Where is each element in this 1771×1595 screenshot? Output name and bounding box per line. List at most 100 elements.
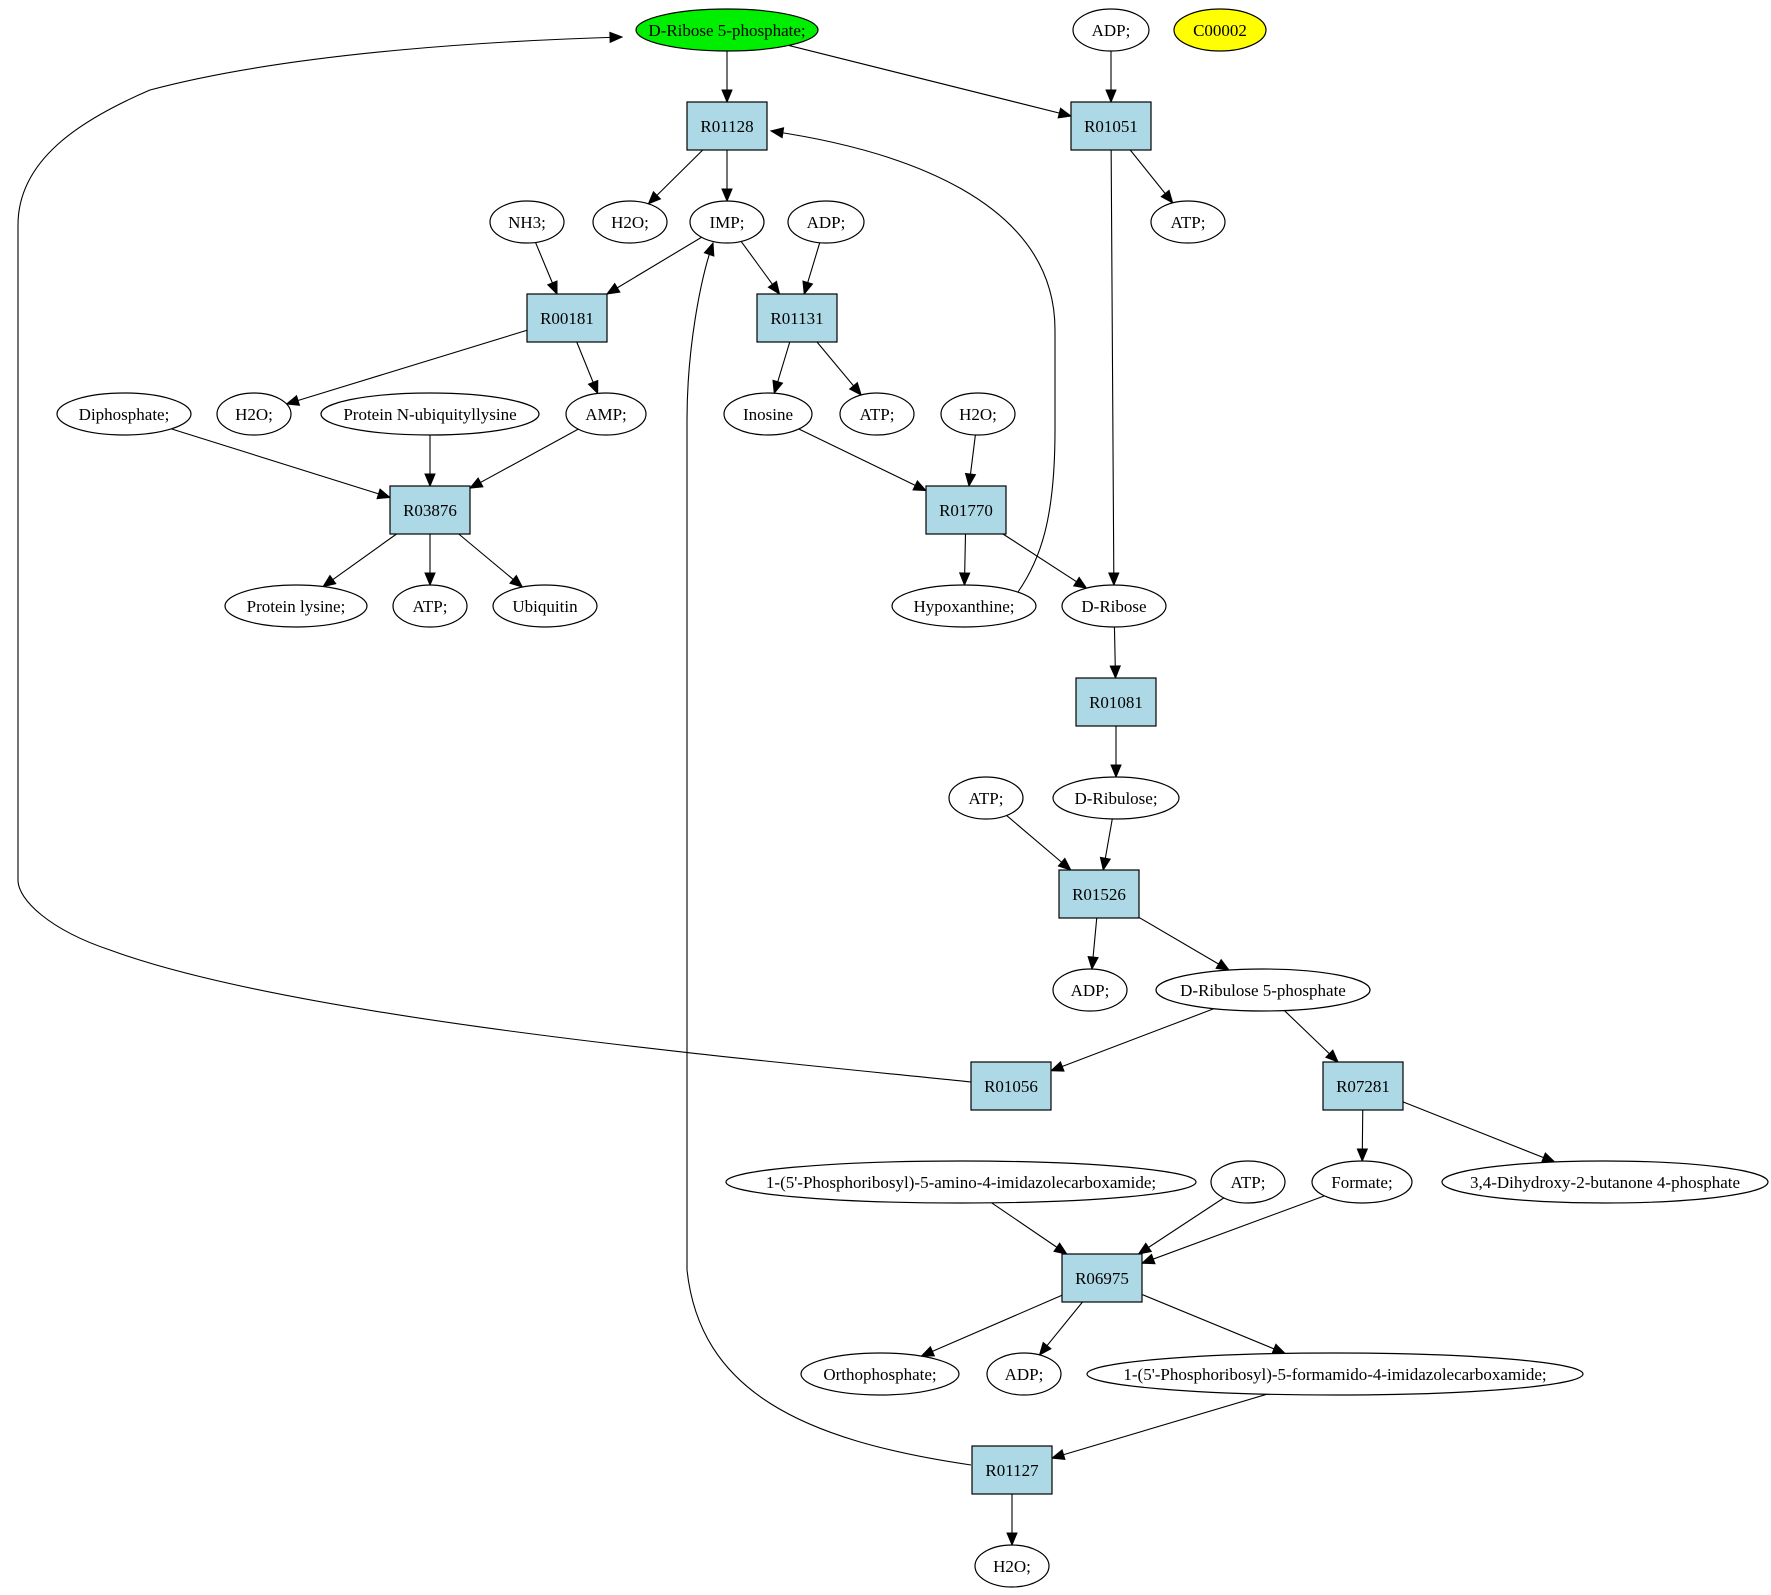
compound-node-h2o-d[interactable]: H2O; — [974, 1544, 1050, 1588]
compound-node-diphosphate[interactable]: Diphosphate; — [56, 392, 192, 436]
reaction-node-r07281-shape — [1322, 1061, 1404, 1111]
edge-c-adp-top-to-r-R01051 — [1105, 51, 1117, 104]
compound-node-dribulose-shape — [1052, 776, 1180, 820]
edge-c-rib5p-to-r-R01051 — [788, 44, 1073, 119]
edge-r-R01127-to-c-imp-line — [686, 242, 972, 1466]
edge-r-R07281-to-c-dhbp-line — [1402, 1101, 1555, 1163]
compound-node-aicar[interactable]: 1-(5'-Phosphoribosyl)-5-amino-4-imidazol… — [725, 1160, 1197, 1204]
edge-c-diphosphate-to-r-R03876-line — [171, 428, 391, 498]
reaction-node-r01127[interactable]: R01127 — [971, 1445, 1053, 1495]
edge-r-R01128-to-c-h2o-a — [647, 149, 704, 205]
edge-c-atp-d-to-r-R01526 — [1006, 815, 1072, 871]
reaction-node-r01051[interactable]: R01051 — [1070, 101, 1152, 151]
compound-node-nh3[interactable]: NH3; — [489, 200, 565, 244]
edge-c-ribulose5p-to-r-R07281-arrowhead — [1325, 1049, 1339, 1063]
edge-r-R03876-to-c-ubiquitin — [458, 533, 524, 588]
reaction-node-r01081[interactable]: R01081 — [1075, 677, 1157, 727]
edge-c-ribulose5p-to-r-R07281 — [1284, 1010, 1339, 1063]
edge-r-R01127-to-c-imp — [686, 241, 972, 1466]
compound-node-atp-d-label: ATP; — [969, 789, 1004, 808]
compound-node-diphosphate-label: Diphosphate; — [79, 405, 170, 424]
compound-node-hypoxanthine[interactable]: Hypoxanthine; — [891, 584, 1037, 628]
reaction-node-r01131-label: R01131 — [770, 309, 823, 328]
compound-node-atp-c[interactable]: ATP; — [392, 584, 468, 628]
compound-node-formate[interactable]: Formate; — [1311, 1160, 1413, 1204]
compound-node-inosine[interactable]: Inosine — [723, 392, 813, 436]
edge-c-inosine-to-r-R01770-arrowhead — [912, 479, 928, 492]
compound-node-imp-label: IMP; — [710, 213, 745, 232]
reaction-node-r01056-shape — [970, 1061, 1052, 1111]
compound-node-dribulose[interactable]: D-Ribulose; — [1052, 776, 1180, 820]
compound-node-adp-b-label: ADP; — [807, 213, 846, 232]
compound-node-atp-d[interactable]: ATP; — [948, 776, 1024, 820]
compound-node-atp-a[interactable]: ATP; — [1150, 200, 1226, 244]
compound-node-atp-c-label: ATP; — [413, 597, 448, 616]
compound-node-protein-ubq[interactable]: Protein N-ubiquityllysine — [320, 392, 540, 436]
compound-node-h2o-b[interactable]: H2O; — [216, 392, 292, 436]
edge-c-atp-e-to-r-R06975-arrowhead — [1137, 1242, 1153, 1255]
edge-c-ribulose5p-to-r-R01056-arrowhead — [1049, 1060, 1065, 1072]
edge-c-adp-b-to-r-R01131 — [802, 242, 821, 296]
edge-c-amp-to-r-R03876-line — [469, 428, 579, 489]
compound-node-adp-c[interactable]: ADP; — [1052, 968, 1128, 1012]
edge-c-rib5p-to-r-R01051-line — [788, 44, 1072, 117]
reaction-node-r00181[interactable]: R00181 — [526, 293, 608, 343]
compound-node-hypoxanthine-label: Hypoxanthine; — [913, 597, 1014, 616]
compound-node-amp[interactable]: AMP; — [565, 392, 647, 436]
compound-node-dribose[interactable]: D-Ribose — [1061, 584, 1167, 628]
compound-node-dhbp-shape — [1441, 1160, 1769, 1204]
compound-node-adp-d[interactable]: ADP; — [986, 1352, 1062, 1396]
edge-r-R01056-to-c-rib5p-line — [17, 36, 972, 1083]
compound-node-adp-d-label: ADP; — [1005, 1365, 1044, 1384]
reaction-node-r01770[interactable]: R01770 — [925, 485, 1007, 535]
compound-node-rib5p[interactable]: D-Ribose 5-phosphate; — [635, 8, 819, 52]
compound-node-ribulose5p[interactable]: D-Ribulose 5-phosphate — [1155, 968, 1371, 1012]
compound-node-atp-c-shape — [392, 584, 468, 628]
reaction-node-r01056[interactable]: R01056 — [970, 1061, 1052, 1111]
reaction-node-r01128[interactable]: R01128 — [686, 101, 768, 151]
reaction-node-r01081-label: R01081 — [1089, 693, 1143, 712]
edge-r-R01770-to-c-hypoxanthine-arrowhead — [958, 572, 971, 587]
compound-node-faicar-label: 1-(5'-Phosphoribosyl)-5-formamido-4-imid… — [1123, 1365, 1546, 1384]
compound-node-adp-b-shape — [787, 200, 865, 244]
reaction-node-r07281[interactable]: R07281 — [1322, 1061, 1404, 1111]
compound-node-faicar[interactable]: 1-(5'-Phosphoribosyl)-5-formamido-4-imid… — [1086, 1352, 1584, 1396]
reaction-node-r03876[interactable]: R03876 — [389, 485, 471, 535]
edge-r-R00181-to-c-amp — [576, 341, 599, 395]
edge-r-R00181-to-c-h2o-b-line — [286, 329, 528, 405]
edge-r-R06975-to-c-faicar-line — [1141, 1293, 1286, 1354]
compound-node-h2o-b-label: H2O; — [235, 405, 273, 424]
edge-r-R03876-to-c-atp-c — [424, 534, 436, 587]
compound-node-adp-b[interactable]: ADP; — [787, 200, 865, 244]
edge-r-R01128-to-c-imp — [721, 150, 733, 203]
compound-node-adp-c-label: ADP; — [1071, 981, 1110, 1000]
compound-node-ubiquitin[interactable]: Ubiquitin — [492, 584, 598, 628]
compound-node-atp-b[interactable]: ATP; — [839, 392, 915, 436]
compound-node-dhbp[interactable]: 3,4-Dihydroxy-2-butanone 4-phosphate — [1441, 1160, 1769, 1204]
reaction-node-r01526[interactable]: R01526 — [1058, 869, 1140, 919]
reaction-node-r03876-label: R03876 — [403, 501, 457, 520]
compound-node-orthophosphate[interactable]: Orthophosphate; — [800, 1352, 960, 1396]
compound-node-h2o-c[interactable]: H2O; — [940, 392, 1016, 436]
compound-node-c00002[interactable]: C00002 — [1173, 8, 1267, 52]
compound-node-imp[interactable]: IMP; — [689, 200, 765, 244]
compound-node-protein-lys[interactable]: Protein lysine; — [224, 584, 368, 628]
compound-node-faicar-shape — [1086, 1352, 1584, 1396]
edge-c-dribulose-to-r-R01526 — [1099, 818, 1113, 872]
compound-node-atp-e[interactable]: ATP; — [1210, 1160, 1286, 1204]
edge-c-imp-to-r-R01131 — [740, 241, 781, 296]
edge-r-R01526-to-c-ribulose5p-line — [1138, 916, 1230, 971]
compound-node-adp-top[interactable]: ADP; — [1072, 8, 1150, 52]
compound-node-h2o-a[interactable]: H2O; — [592, 200, 668, 244]
reaction-node-r01051-shape — [1070, 101, 1152, 151]
edge-r-R06975-to-c-orthophosphate-line — [921, 1294, 1063, 1357]
edges-layer — [17, 31, 1556, 1547]
reaction-node-r06975[interactable]: R06975 — [1061, 1253, 1143, 1303]
edge-c-adp-top-to-r-R01051-arrowhead — [1105, 89, 1117, 104]
edge-c-diphosphate-to-r-R03876 — [171, 428, 392, 500]
reaction-node-r03876-shape — [389, 485, 471, 535]
reaction-node-r01770-shape — [925, 485, 1007, 535]
edge-c-rib5p-to-r-R01128-arrowhead — [721, 89, 733, 104]
edge-c-atp-d-to-r-R01526-line — [1006, 815, 1072, 871]
reaction-node-r01131[interactable]: R01131 — [756, 293, 838, 343]
